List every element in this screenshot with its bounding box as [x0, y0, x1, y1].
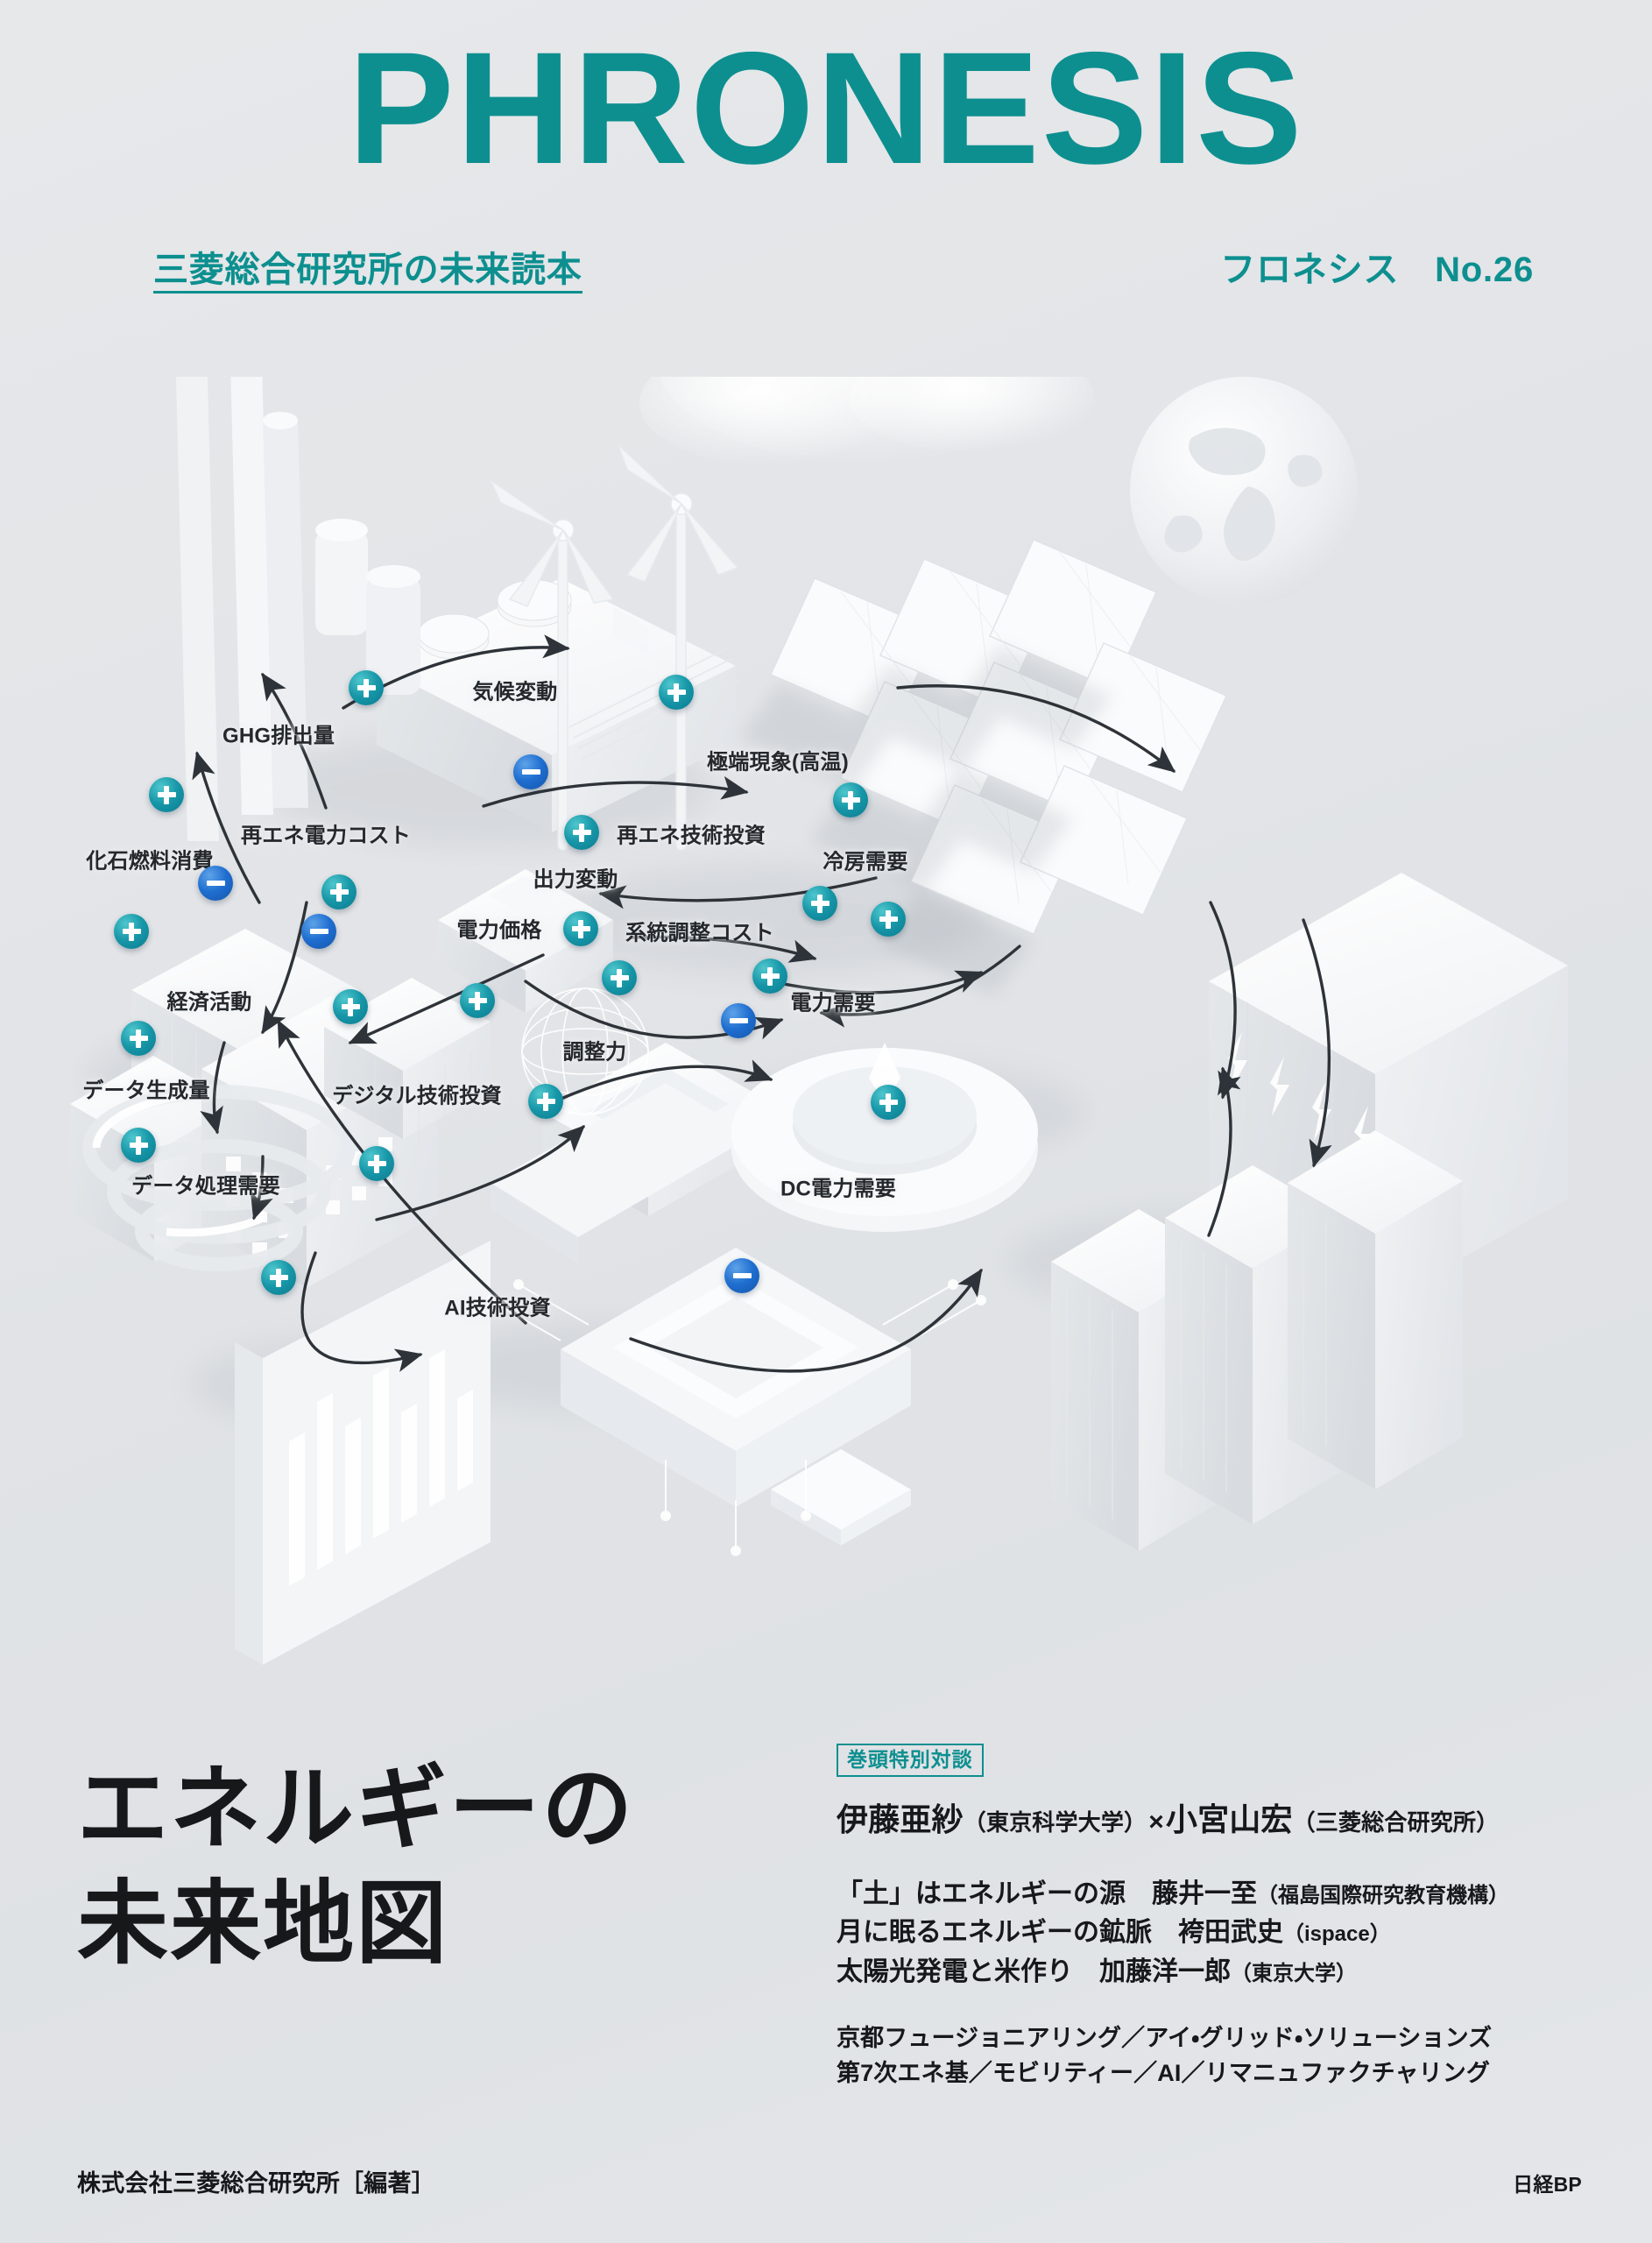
node-label-grid-cost: 系統調整コスト	[625, 921, 774, 945]
masthead: PHRONESIS	[0, 18, 1652, 197]
node-label-ghg: GHG排出量	[222, 724, 335, 748]
table-of-contents: 巻頭特別対談 伊藤亜紗（東京科学大学）×小宮山宏（三菱総合研究所） 「土」はエネ…	[837, 1744, 1590, 2091]
lead-person2-org: （三菱総合研究所）	[1292, 1809, 1500, 1836]
node-label-flexibility: 調整力	[562, 1040, 627, 1065]
topic-list: 京都フュージョニアリング／アイ・グリッド・ソリューションズ 第7次エネ基／モビリ…	[837, 2021, 1590, 2091]
polarity-badge-plus-icon	[321, 874, 357, 909]
brand-title: PHRONESIS	[348, 18, 1304, 197]
polarity-badge-plus-icon	[460, 983, 495, 1018]
page-title-line1: エネルギーの	[77, 1758, 635, 1860]
node-label-climate: 気候変動	[472, 680, 558, 704]
list-item: 「土」はエネルギーの源 藤井一至（福島国際研究教育機構）	[837, 1875, 1590, 1914]
isometric-illustration	[70, 377, 1568, 1665]
node-label-renew-cost: 再エネ電力コスト	[241, 824, 411, 848]
wind-turbine-shapes	[489, 444, 739, 851]
polarity-badge-plus-icon	[802, 886, 837, 921]
author-credit: 株式会社三菱総合研究所［編著］	[77, 2170, 436, 2197]
lead-separator: ×	[1148, 1808, 1164, 1836]
list-item: 第7次エネ基／モビリティー／AI／リマニュファクチャリング	[837, 2060, 1491, 2087]
polarity-badge-minus-icon	[513, 754, 548, 789]
polarity-badge-plus-icon	[871, 902, 906, 937]
publisher-credit: 日経BP	[1513, 2173, 1582, 2196]
node-label-econ: 経済活動	[166, 990, 252, 1015]
polarity-badge-minus-icon	[724, 1258, 759, 1293]
data-ring-shapes	[82, 1085, 356, 1271]
polarity-badge-plus-icon	[659, 675, 694, 710]
ai-chip-shape	[485, 1248, 986, 1556]
article-org: （東京大学）	[1231, 1961, 1357, 1985]
node-label-extreme: 極端現象(高温)	[707, 750, 849, 775]
node-label-output-var: 出力変動	[533, 867, 618, 892]
lead-dialogue-line: 伊藤亜紗（東京科学大学）×小宮山宏（三菱総合研究所）	[837, 1794, 1590, 1840]
article-title: 「土」はエネルギーの源 藤井一至	[837, 1879, 1257, 1908]
node-label-data-gen: データ生成量	[82, 1079, 210, 1103]
list-item: 京都フュージョニアリング／アイ・グリッド・ソリューションズ	[837, 2025, 1493, 2052]
article-org: （ispace）	[1283, 1922, 1391, 1947]
polarity-badge-plus-icon	[871, 1085, 906, 1120]
chimney-shapes	[175, 377, 420, 841]
polarity-badge-plus-icon	[359, 1146, 394, 1181]
bar-chart-panel	[235, 1241, 491, 1665]
node-label-ai-inv: AI技術投資	[444, 1296, 551, 1320]
polarity-badge-minus-icon	[198, 866, 233, 901]
article-title: 太陽光発電と米作り 加藤洋一郎	[837, 1956, 1231, 1986]
cooling-tower-shape	[731, 1043, 1038, 1232]
causal-loop-diagram: GHG排出量 気候変動 極端現象(高温) 再エネ電力コスト 再エネ技術投資 出力…	[0, 377, 1652, 1709]
polarity-badge-plus-icon	[121, 1021, 156, 1056]
node-label-data-proc: データ処理需要	[131, 1174, 280, 1199]
article-org: （福島国際研究教育機構）	[1257, 1884, 1509, 1907]
subtitle-left: 三菱総合研究所の未来読本	[153, 251, 582, 294]
lead-person1-name: 伊藤亜紗	[837, 1801, 964, 1837]
node-label-elec-price: 電力価格	[456, 918, 542, 943]
subtitle-right: フロネシス No.26	[1220, 251, 1534, 289]
polarity-badge-plus-icon	[564, 815, 599, 850]
polarity-badge-plus-icon	[833, 782, 868, 817]
polarity-badge-plus-icon	[563, 911, 598, 946]
wireframe-globe	[521, 987, 649, 1115]
polarity-badge-plus-icon	[528, 1084, 563, 1119]
polarity-badge-plus-icon	[333, 989, 368, 1024]
cloud-shape	[639, 377, 1095, 466]
article-list: 「土」はエネルギーの源 藤井一至（福島国際研究教育機構） 月に眠るエネルギーの鉱…	[837, 1875, 1590, 1992]
node-label-digital-inv: デジタル技術投資	[332, 1084, 502, 1108]
subtitle-row: 三菱総合研究所の未来読本 フロネシス No.26	[0, 251, 1652, 304]
node-label-fossil: 化石燃料消費	[86, 849, 214, 874]
polarity-badge-plus-icon	[602, 960, 637, 995]
page-title-line2: 未来地図	[77, 1873, 449, 1976]
solar-panel-array	[740, 539, 1227, 995]
polarity-badge-plus-icon	[121, 1128, 156, 1163]
polarity-badge-plus-icon	[149, 777, 184, 812]
list-item: 月に眠るエネルギーの鉱脈 袴田武史（ispace）	[837, 1914, 1590, 1952]
globe-shape	[1130, 377, 1358, 605]
polarity-badge-minus-icon	[301, 914, 336, 949]
lead-person2-name: 小宮山宏	[1165, 1801, 1293, 1837]
polarity-badge-minus-icon	[721, 1003, 756, 1038]
polarity-badge-plus-icon	[349, 670, 384, 705]
node-label-dc-demand: DC電力需要	[780, 1177, 897, 1201]
polarity-badge-plus-icon	[114, 914, 149, 949]
node-label-elec-demand: 電力需要	[790, 991, 876, 1015]
article-title: 月に眠るエネルギーの鉱脈 袴田武史	[837, 1918, 1283, 1948]
node-label-cooling: 冷房需要	[822, 850, 908, 874]
special-dialogue-badge: 巻頭特別対談	[837, 1744, 984, 1777]
page-title: エネルギーの 未来地図	[77, 1752, 634, 1982]
list-item: 太陽光発電と米作り 加藤洋一郎（東京大学）	[837, 1953, 1590, 1992]
node-label-renew-inv: 再エネ技術投資	[617, 824, 766, 848]
causal-arrows	[192, 634, 1332, 1373]
polarity-badge-plus-icon	[752, 959, 787, 994]
polarity-badge-plus-icon	[261, 1260, 296, 1295]
lead-person1-org: （東京科学大学）	[963, 1809, 1147, 1836]
datacenter-tower-shapes	[1051, 1130, 1463, 1551]
